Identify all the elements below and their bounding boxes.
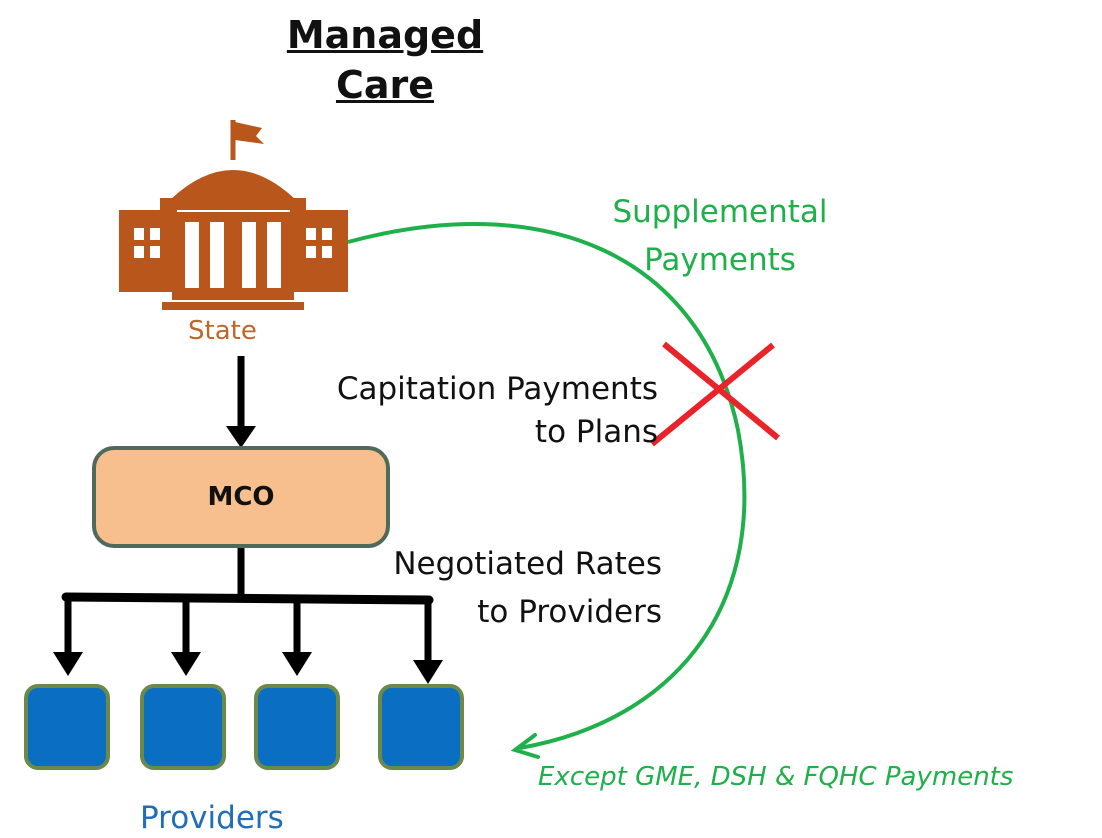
supplemental-arrowhead xyxy=(510,733,540,759)
supplemental-payments-label: Supplemental Payments xyxy=(580,188,860,284)
blocked-cross-icon xyxy=(650,341,780,447)
supplemental-payment-curve xyxy=(347,222,747,750)
mco-box: MCO xyxy=(92,446,390,548)
title-line-2: Care xyxy=(335,63,435,107)
capitation-label: Capitation Payments to Plans xyxy=(290,368,658,454)
negotiated-line-1: Negotiated Rates xyxy=(393,546,662,582)
mco-label: MCO xyxy=(207,482,275,512)
provider-box-3 xyxy=(254,684,340,770)
negotiated-rates-label: Negotiated Rates to Providers xyxy=(380,540,662,636)
provider-box-4 xyxy=(378,684,464,770)
supplemental-line-1: Supplemental xyxy=(612,194,828,230)
state-label: State xyxy=(188,316,257,346)
provider-arrows xyxy=(53,598,443,684)
provider-box-2 xyxy=(140,684,226,770)
provider-bus-line xyxy=(61,592,434,605)
capitation-line-1: Capitation Payments xyxy=(336,371,658,407)
diagram-title: Managed Care xyxy=(230,10,540,110)
government-building-icon xyxy=(119,120,348,310)
provider-box-1 xyxy=(24,684,110,770)
title-line-1: Managed xyxy=(286,13,484,57)
capitation-line-2: to Plans xyxy=(534,414,658,450)
providers-label: Providers xyxy=(140,800,284,836)
supplemental-line-2: Payments xyxy=(644,242,796,278)
state-to-mco-arrowhead xyxy=(226,426,256,448)
negotiated-line-2: to Providers xyxy=(477,594,662,630)
exception-note: Except GME, DSH & FQHC Payments xyxy=(538,762,1014,792)
